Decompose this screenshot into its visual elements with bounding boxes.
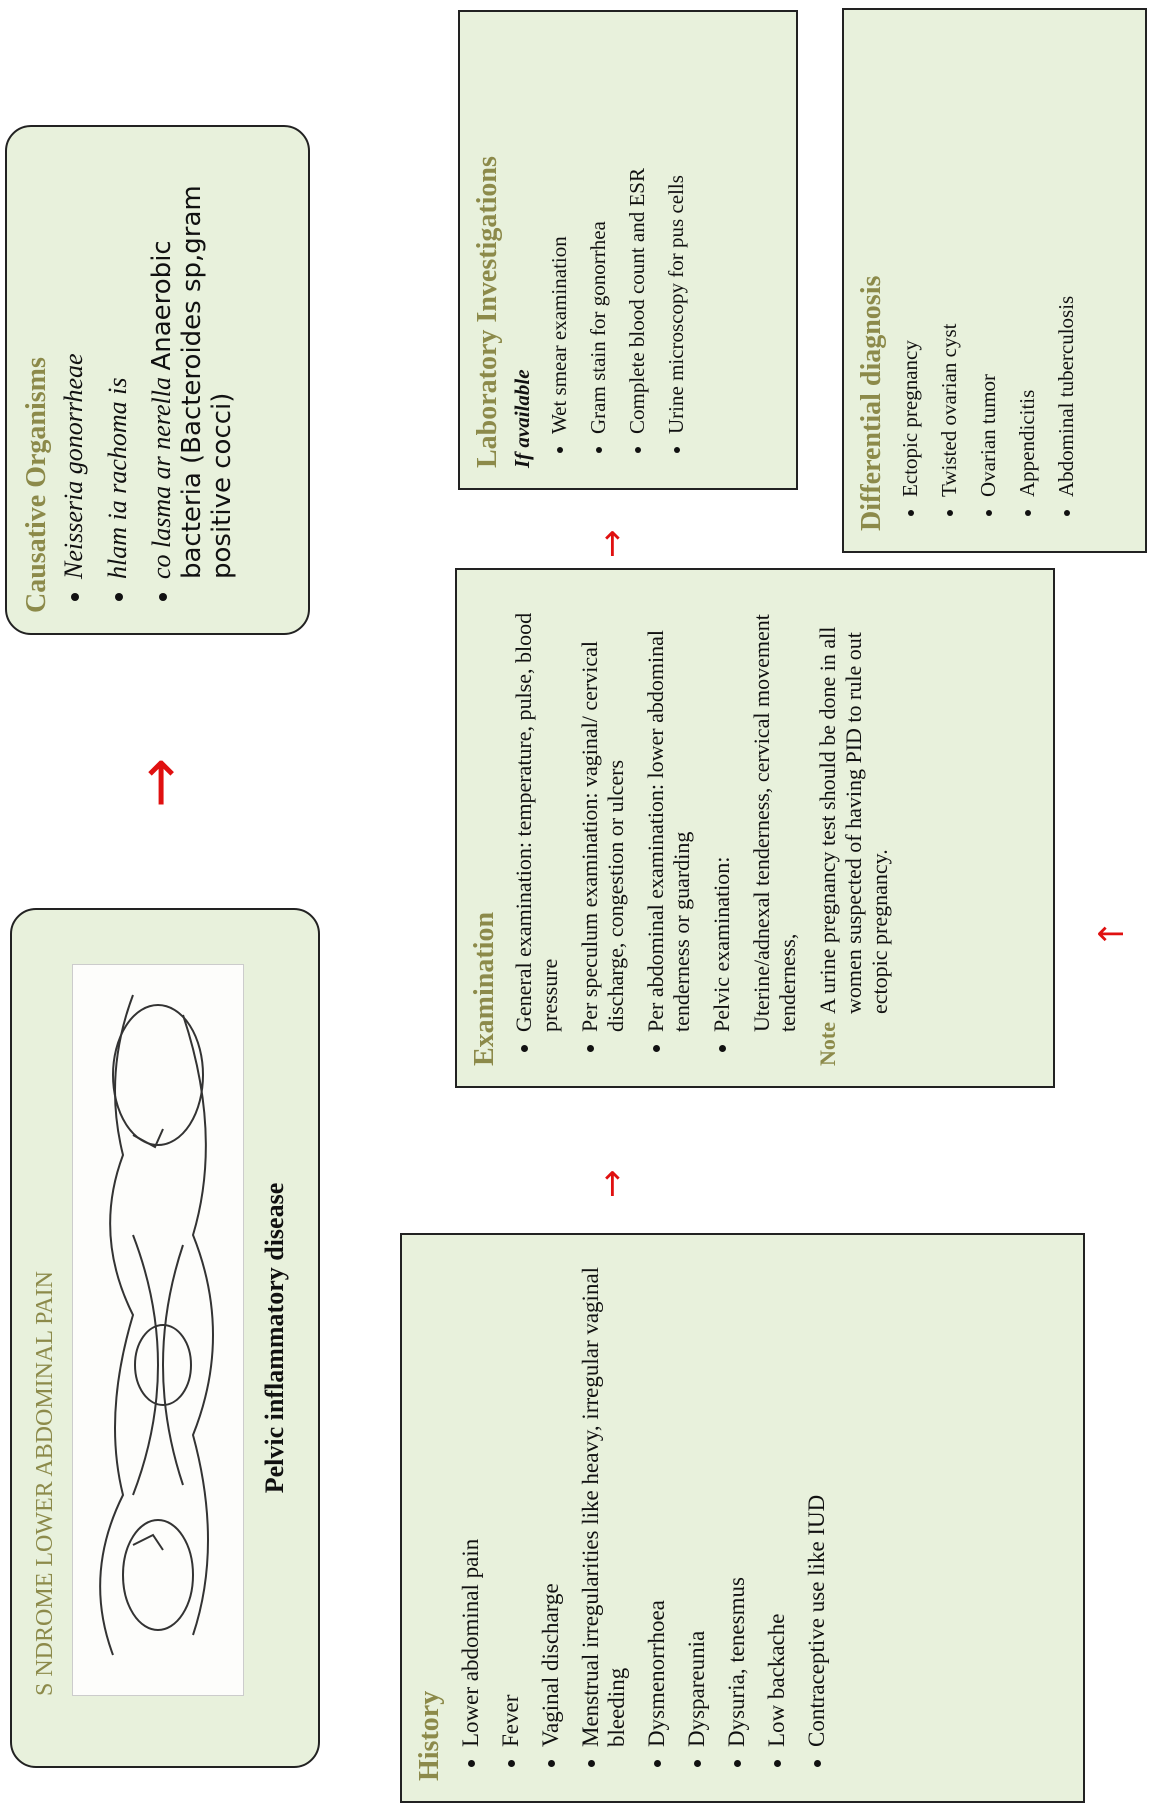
list-item: Dyspareunia <box>684 1255 710 1747</box>
lab-box: Laboratory Investigations If available W… <box>458 10 798 490</box>
syndrome-title: S NDROME LOWER ABDOMINAL PAIN <box>32 1271 58 1696</box>
note-text: A urine pregnancy test should be done in… <box>815 626 892 1015</box>
list-item: Pelvic examination: <box>709 590 735 1032</box>
list-item: hlam ia rachoma is <box>103 147 133 580</box>
list-item: Vaginal discharge <box>538 1255 564 1747</box>
list-item: Neisseria gonorrheae <box>59 147 89 579</box>
lab-subheading: If available <box>510 369 534 468</box>
list-item: Menstrual irregularities like heavy, irr… <box>578 1255 630 1747</box>
list-item: Low backache <box>764 1255 790 1747</box>
list-item: Abdominal tuberculosis <box>1054 30 1079 497</box>
exam-note: Note A urine pregnancy test should be do… <box>815 590 893 1066</box>
list-item: Wet smear examination <box>547 32 572 434</box>
differential-list: Ectopic pregnancy Twisted ovarian cyst O… <box>898 30 1079 531</box>
differential-box: Differential diagnosis Ectopic pregnancy… <box>842 8 1147 553</box>
arrow-right-icon: → <box>592 1169 632 1199</box>
lab-heading: Laboratory Investigations <box>472 156 503 468</box>
arrow-down-icon: ↑ <box>1092 919 1132 949</box>
list-item: Fever <box>498 1255 524 1747</box>
lab-list: Wet smear examination Gram stain for gon… <box>547 32 689 468</box>
list-item: co lasma ar nerella Anaerobic bacteria (… <box>147 147 237 579</box>
examination-heading: Examination <box>469 911 500 1066</box>
pelvic-detail: Uterine/adnexal tenderness, cervical mov… <box>749 614 800 1032</box>
list-item: Twisted ovarian cyst <box>937 30 962 498</box>
differential-heading: Differential diagnosis <box>856 275 887 531</box>
list-item: Dysuria, tenesmus <box>724 1255 750 1747</box>
causative-box: Causative Organisms Neisseria gonorrheae… <box>5 125 310 635</box>
note-label: Note <box>815 1022 840 1066</box>
list-item: Gram stain for gonorrhea <box>586 32 611 434</box>
list-item: Urine microscopy for pus cells <box>664 32 689 434</box>
causative-heading: Causative Organisms <box>21 357 52 613</box>
uterus-illustration-icon <box>72 964 244 1696</box>
list-item: Dysmenorrhoea <box>644 1255 670 1747</box>
list-item: Contraceptive use like IUD <box>804 1255 830 1747</box>
examination-box: Examination General examination: tempera… <box>455 568 1055 1088</box>
list-item: Ovarian tumor <box>976 30 1001 497</box>
syndrome-box: S NDROME LOWER ABDOMINAL PAIN Pelvic inf… <box>10 908 320 1768</box>
list-item: Per abdominal examination: lower abdomin… <box>643 590 695 1032</box>
syndrome-caption: Pelvic inflammatory disease <box>260 1182 289 1494</box>
arrow-right-icon: → <box>592 529 632 559</box>
list-item: Ectopic pregnancy <box>898 30 923 497</box>
history-box: History Lower abdominal pain Fever Vagin… <box>400 1233 1085 1803</box>
list-item: Complete blood count and ESR <box>625 32 650 434</box>
arrow-right-icon: → <box>125 757 195 808</box>
list-item: Appendicitis <box>1015 30 1040 497</box>
examination-list: General examination: temperature, pulse,… <box>511 590 735 1066</box>
history-list: Lower abdominal pain Fever Vaginal disch… <box>458 1255 830 1781</box>
list-item: Per speculum examination: vaginal/ cervi… <box>577 590 629 1032</box>
uterus-drawing <box>99 994 214 1656</box>
list-item: Lower abdominal pain <box>458 1255 484 1747</box>
history-heading: History <box>414 1690 445 1781</box>
list-item: General examination: temperature, pulse,… <box>511 590 563 1032</box>
